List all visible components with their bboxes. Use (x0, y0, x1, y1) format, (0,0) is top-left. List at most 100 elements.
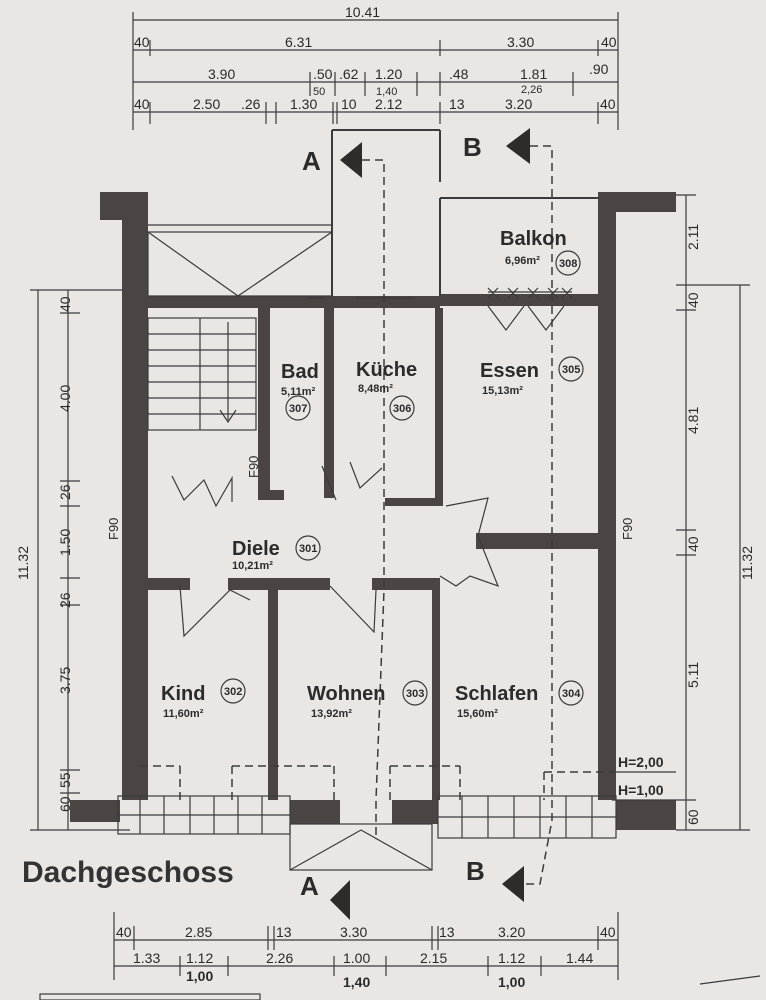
dim-top-r2-a: 3.90 (208, 66, 235, 82)
fire-rating-left: F90 (106, 518, 121, 540)
section-marker-b-top: B (463, 128, 530, 164)
room-name-essen: Essen (480, 360, 539, 382)
fire-rating-right: F90 (620, 518, 635, 540)
dim-left-g: 55 (57, 772, 73, 788)
dim-bottom-r2-d: 1.00 (343, 950, 370, 966)
dim-bottom-r2-sub-b: 1,40 (343, 974, 370, 990)
room-bad: Bad 5,11m² 307 (281, 361, 319, 421)
dim-top-r1-d: 40 (601, 34, 617, 50)
dim-right-f: 60 (685, 809, 701, 825)
dim-right-c: 4.81 (685, 407, 701, 434)
section-marker-a-top: A (302, 142, 362, 178)
dim-top-r3-d: 1.30 (290, 96, 317, 112)
dim-top-r3-a: 40 (134, 96, 150, 112)
dim-left-d: 1.50 (57, 529, 73, 556)
dim-top-r3-b: 2.50 (193, 96, 220, 112)
staircase (147, 224, 333, 431)
room-area-balkon: 6,96m² (505, 255, 540, 267)
walls (70, 192, 676, 830)
section-label-a-top: A (302, 146, 321, 176)
room-name-kind: Kind (161, 683, 205, 705)
dim-bottom-r1-a: 40 (116, 924, 132, 940)
plan-title: Dachgeschoss (22, 856, 234, 889)
section-label-a-bottom: A (300, 871, 319, 901)
room-number-diele: 301 (299, 543, 317, 555)
room-name-bad: Bad (281, 361, 319, 383)
room-number-balkon: 308 (559, 258, 577, 270)
section-marker-a-bottom: A (300, 871, 350, 920)
room-area-diele: 10,21m² (232, 560, 273, 572)
dim-top-r3-e: 10 (341, 96, 357, 112)
dim-right-b: 40 (685, 292, 701, 308)
dim-top-r2-sub-a: 50 (313, 86, 325, 98)
top-dimensions: 10.41 40 6.31 3.30 40 3.90 .50 .62 1.20 … (132, 4, 619, 130)
dim-bottom-r2-sub-c: 1,00 (498, 974, 525, 990)
dim-top-r2-f: 1.81 (520, 66, 547, 82)
dim-left-e: 26 (57, 592, 73, 608)
dim-bottom-r2-sub-a: 1,00 (186, 968, 213, 984)
dim-bottom-r2-a: 1.33 (133, 950, 160, 966)
dim-bottom-r2-f: 1.12 (498, 950, 525, 966)
section-arrow-a-bottom (330, 880, 350, 920)
dim-top-r2-c: .62 (339, 66, 359, 82)
room-name-kueche: Küche (356, 359, 417, 381)
room-name-schlafen: Schlafen (455, 683, 538, 705)
dim-top-r1-b: 6.31 (285, 34, 312, 50)
room-diele: Diele 10,21m² 301 (232, 535, 321, 572)
dormer-windows (117, 795, 617, 871)
dim-top-r1-a: 40 (134, 34, 150, 50)
room-number-schlafen: 304 (562, 688, 581, 700)
room-kind: Kind 11,60m² 302 (161, 678, 246, 720)
bottom-dimensions: 40 2.85 13 3.30 13 3.20 40 1.33 1.12 2.2… (39, 912, 761, 1000)
dim-left-c: 26 (57, 484, 73, 500)
fire-rating-stair: F90 (246, 456, 261, 478)
height-label-1: H=1,00 (618, 782, 664, 798)
dim-top-r2-g: .90 (589, 61, 609, 77)
dim-top-r1-c: 3.30 (507, 34, 534, 50)
dim-right-e: 5.11 (685, 662, 701, 688)
right-dimensions: 2.11 40 4.81 40 11.32 5.11 60 (676, 194, 755, 831)
dim-bottom-r1-b: 2.85 (185, 924, 212, 940)
section-label-b-bottom: B (466, 856, 485, 886)
room-kueche: Küche 8,48m² 306 (356, 359, 417, 421)
dim-top-r3-c: .26 (241, 96, 261, 112)
room-area-kind: 11,60m² (163, 708, 204, 720)
room-number-kind: 302 (224, 686, 242, 698)
dim-bottom-r1-g: 40 (600, 924, 616, 940)
dim-bottom-r1-d: 3.30 (340, 924, 367, 940)
room-area-schlafen: 15,60m² (457, 708, 498, 720)
section-arrow-b-bottom (502, 866, 524, 902)
dim-top-r3-g: 13 (449, 96, 465, 112)
dim-bottom-r1-e: 13 (439, 924, 455, 940)
dim-bottom-r1-c: 13 (276, 924, 292, 940)
dim-top-r2-b: .50 (313, 66, 333, 82)
dim-bottom-r1-f: 3.20 (498, 924, 525, 940)
balcony-railing (487, 287, 573, 331)
dim-right-a: 2.11 (685, 224, 701, 250)
room-number-kueche: 306 (393, 403, 411, 415)
room-essen: Essen 15,13m² 305 (480, 356, 584, 397)
room-area-wohnen: 13,92m² (311, 708, 352, 720)
dim-top-r2-sub-c: 2,26 (521, 84, 542, 96)
section-lines (140, 145, 612, 885)
dim-bottom-r2-g: 1.44 (566, 950, 593, 966)
doors (171, 297, 500, 638)
room-number-bad: 307 (289, 403, 307, 415)
section-marker-b-bottom: B (466, 856, 524, 902)
dim-top-overall: 10.41 (345, 4, 380, 20)
room-name-balkon: Balkon (500, 228, 567, 250)
dim-left-b: 4.00 (57, 385, 73, 412)
room-name-wohnen: Wohnen (307, 683, 386, 705)
room-area-essen: 15,13m² (482, 385, 523, 397)
room-area-bad: 5,11m² (281, 386, 316, 398)
dim-left-h: 60 (57, 796, 73, 812)
room-number-essen: 305 (562, 364, 580, 376)
room-number-wohnen: 303 (406, 688, 424, 700)
dim-bottom-r2-b: 1.12 (186, 950, 213, 966)
dim-right-d: 40 (685, 536, 701, 552)
room-name-diele: Diele (232, 538, 280, 560)
dim-left-a: 40 (57, 296, 73, 312)
room-wohnen: Wohnen 13,92m² 303 (307, 680, 428, 720)
height-label-2: H=2,00 (618, 754, 664, 770)
